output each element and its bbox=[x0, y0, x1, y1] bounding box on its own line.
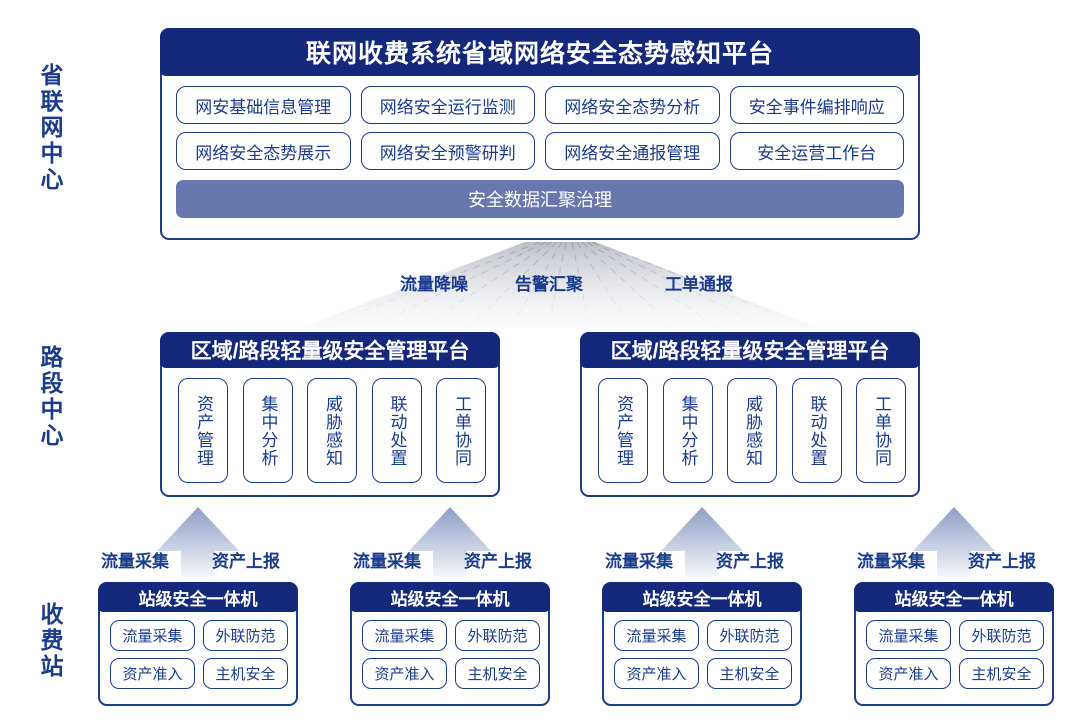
station-capability-grid: 流量采集 外联防范 资产准入 主机安全 bbox=[362, 620, 540, 689]
station-capability-cell[interactable]: 外联防范 bbox=[959, 620, 1044, 651]
uplink-arrow-icon bbox=[661, 507, 743, 577]
road-center-panel: 区域/路段轻量级安全管理平台 资产管理 集中分析 威胁感知 联动处置 工单协同 bbox=[580, 332, 920, 497]
station-panel-title: 站级安全一体机 bbox=[350, 582, 550, 612]
road-capability-row: 资产管理 集中分析 威胁感知 联动处置 工单协同 bbox=[598, 378, 906, 483]
module-button[interactable]: 网络安全预警研判 bbox=[360, 132, 535, 170]
module-button[interactable]: 网络安全态势分析 bbox=[545, 86, 720, 124]
station-capability-grid: 流量采集 外联防范 资产准入 主机安全 bbox=[614, 620, 792, 689]
station-capability-cell[interactable]: 资产准入 bbox=[614, 658, 699, 689]
uplink-arrow-icon bbox=[913, 507, 995, 577]
tier-char: 中 bbox=[40, 140, 64, 166]
station-capability-cell[interactable]: 主机安全 bbox=[455, 658, 540, 689]
province-panel-title: 联网收费系统省域网络安全态势感知平台 bbox=[160, 28, 920, 76]
province-module-grid: 网安基础信息管理 网络安全运行监测 网络安全态势分析 安全事件编排响应 网络安全… bbox=[176, 86, 904, 170]
toll-station-panel: 站级安全一体机 流量采集 外联防范 资产准入 主机安全 bbox=[98, 582, 298, 706]
station-capability-cell[interactable]: 外联防范 bbox=[707, 620, 792, 651]
station-capability-grid: 流量采集 外联防范 资产准入 主机安全 bbox=[110, 620, 288, 689]
road-capability-cell[interactable]: 工单协同 bbox=[436, 378, 486, 483]
road-center-panel: 区域/路段轻量级安全管理平台 资产管理 集中分析 威胁感知 联动处置 工单协同 bbox=[160, 332, 500, 497]
province-center-panel: 联网收费系统省域网络安全态势感知平台 网安基础信息管理 网络安全运行监测 网络安… bbox=[160, 28, 920, 240]
security-data-governance-bar: 安全数据汇聚治理 bbox=[176, 180, 904, 218]
flow-label-asset-report: 资产上报 bbox=[464, 552, 532, 571]
uplink-arrow-icon bbox=[409, 507, 491, 577]
toll-station-panel: 站级安全一体机 流量采集 外联防范 资产准入 主机安全 bbox=[602, 582, 802, 706]
module-button[interactable]: 网安基础信息管理 bbox=[176, 86, 351, 124]
tier-char: 联 bbox=[40, 88, 64, 114]
flow-label-alarm-aggregation: 告警汇聚 bbox=[515, 275, 583, 294]
station-capability-cell[interactable]: 外联防范 bbox=[455, 620, 540, 651]
flow-label-traffic-denoise: 流量降噪 bbox=[400, 275, 468, 294]
road-capability-cell[interactable]: 集中分析 bbox=[242, 378, 293, 483]
road-capability-cell[interactable]: 威胁感知 bbox=[307, 378, 357, 483]
flow-label-traffic-collection: 流量采集 bbox=[101, 552, 169, 571]
station-capability-cell[interactable]: 资产准入 bbox=[362, 658, 447, 689]
station-capability-cell[interactable]: 主机安全 bbox=[203, 658, 288, 689]
station-capability-cell[interactable]: 流量采集 bbox=[362, 620, 447, 651]
road-capability-cell[interactable]: 集中分析 bbox=[662, 378, 713, 483]
module-button[interactable]: 网络安全运行监测 bbox=[360, 86, 535, 124]
module-button[interactable]: 网络安全通报管理 bbox=[545, 132, 720, 170]
tier-char: 网 bbox=[40, 114, 64, 140]
road-capability-cell[interactable]: 资产管理 bbox=[598, 378, 648, 483]
tier-char: 中 bbox=[40, 396, 64, 422]
flow-label-traffic-collection: 流量采集 bbox=[857, 552, 925, 571]
station-capability-cell[interactable]: 主机安全 bbox=[707, 658, 792, 689]
station-capability-cell[interactable]: 资产准入 bbox=[866, 658, 951, 689]
flow-label-traffic-collection: 流量采集 bbox=[605, 552, 673, 571]
tier-char: 省 bbox=[40, 62, 64, 88]
uplink-arrow-icon bbox=[157, 507, 239, 577]
flow-label-asset-report: 资产上报 bbox=[716, 552, 784, 571]
flow-label-ticket-notification: 工单通报 bbox=[665, 275, 733, 294]
station-panel-title: 站级安全一体机 bbox=[98, 582, 298, 612]
flow-label-asset-report: 资产上报 bbox=[968, 552, 1036, 571]
road-capability-row: 资产管理 集中分析 威胁感知 联动处置 工单协同 bbox=[178, 378, 486, 483]
station-capability-cell[interactable]: 外联防范 bbox=[203, 620, 288, 651]
station-capability-cell[interactable]: 流量采集 bbox=[110, 620, 195, 651]
road-capability-cell[interactable]: 联动处置 bbox=[791, 378, 842, 483]
tier-char: 收 bbox=[40, 601, 64, 627]
tier-label-province-center: 省 联 网 中 心 bbox=[24, 62, 80, 192]
road-capability-cell[interactable]: 工单协同 bbox=[856, 378, 906, 483]
module-button[interactable]: 安全运营工作台 bbox=[729, 132, 904, 170]
station-panel-title: 站级安全一体机 bbox=[602, 582, 802, 612]
tier-label-road-center: 路 段 中 心 bbox=[24, 344, 80, 448]
tier-char: 费 bbox=[40, 627, 64, 653]
module-button[interactable]: 网络安全态势展示 bbox=[176, 132, 351, 170]
flow-label-traffic-collection: 流量采集 bbox=[353, 552, 421, 571]
tier-label-toll-station: 收 费 站 bbox=[24, 601, 80, 679]
tier-char: 段 bbox=[40, 370, 64, 396]
station-capability-cell[interactable]: 资产准入 bbox=[110, 658, 195, 689]
station-capability-cell[interactable]: 主机安全 bbox=[959, 658, 1044, 689]
tier-char: 路 bbox=[40, 344, 64, 370]
road-panel-title: 区域/路段轻量级安全管理平台 bbox=[580, 332, 920, 368]
station-capability-grid: 流量采集 外联防范 资产准入 主机安全 bbox=[866, 620, 1044, 689]
flow-label-asset-report: 资产上报 bbox=[212, 552, 280, 571]
tier-char: 心 bbox=[40, 422, 64, 448]
station-capability-cell[interactable]: 流量采集 bbox=[614, 620, 699, 651]
toll-station-panel: 站级安全一体机 流量采集 外联防范 资产准入 主机安全 bbox=[350, 582, 550, 706]
station-panel-title: 站级安全一体机 bbox=[854, 582, 1054, 612]
station-capability-cell[interactable]: 流量采集 bbox=[866, 620, 951, 651]
road-capability-cell[interactable]: 联动处置 bbox=[371, 378, 422, 483]
road-panel-title: 区域/路段轻量级安全管理平台 bbox=[160, 332, 500, 368]
road-capability-cell[interactable]: 资产管理 bbox=[178, 378, 228, 483]
road-capability-cell[interactable]: 威胁感知 bbox=[727, 378, 777, 483]
toll-station-panel: 站级安全一体机 流量采集 外联防范 资产准入 主机安全 bbox=[854, 582, 1054, 706]
tier-char: 站 bbox=[40, 653, 64, 679]
module-button[interactable]: 安全事件编排响应 bbox=[729, 86, 904, 124]
aggregation-funnel-icon bbox=[300, 242, 820, 328]
tier-char: 心 bbox=[40, 166, 64, 192]
